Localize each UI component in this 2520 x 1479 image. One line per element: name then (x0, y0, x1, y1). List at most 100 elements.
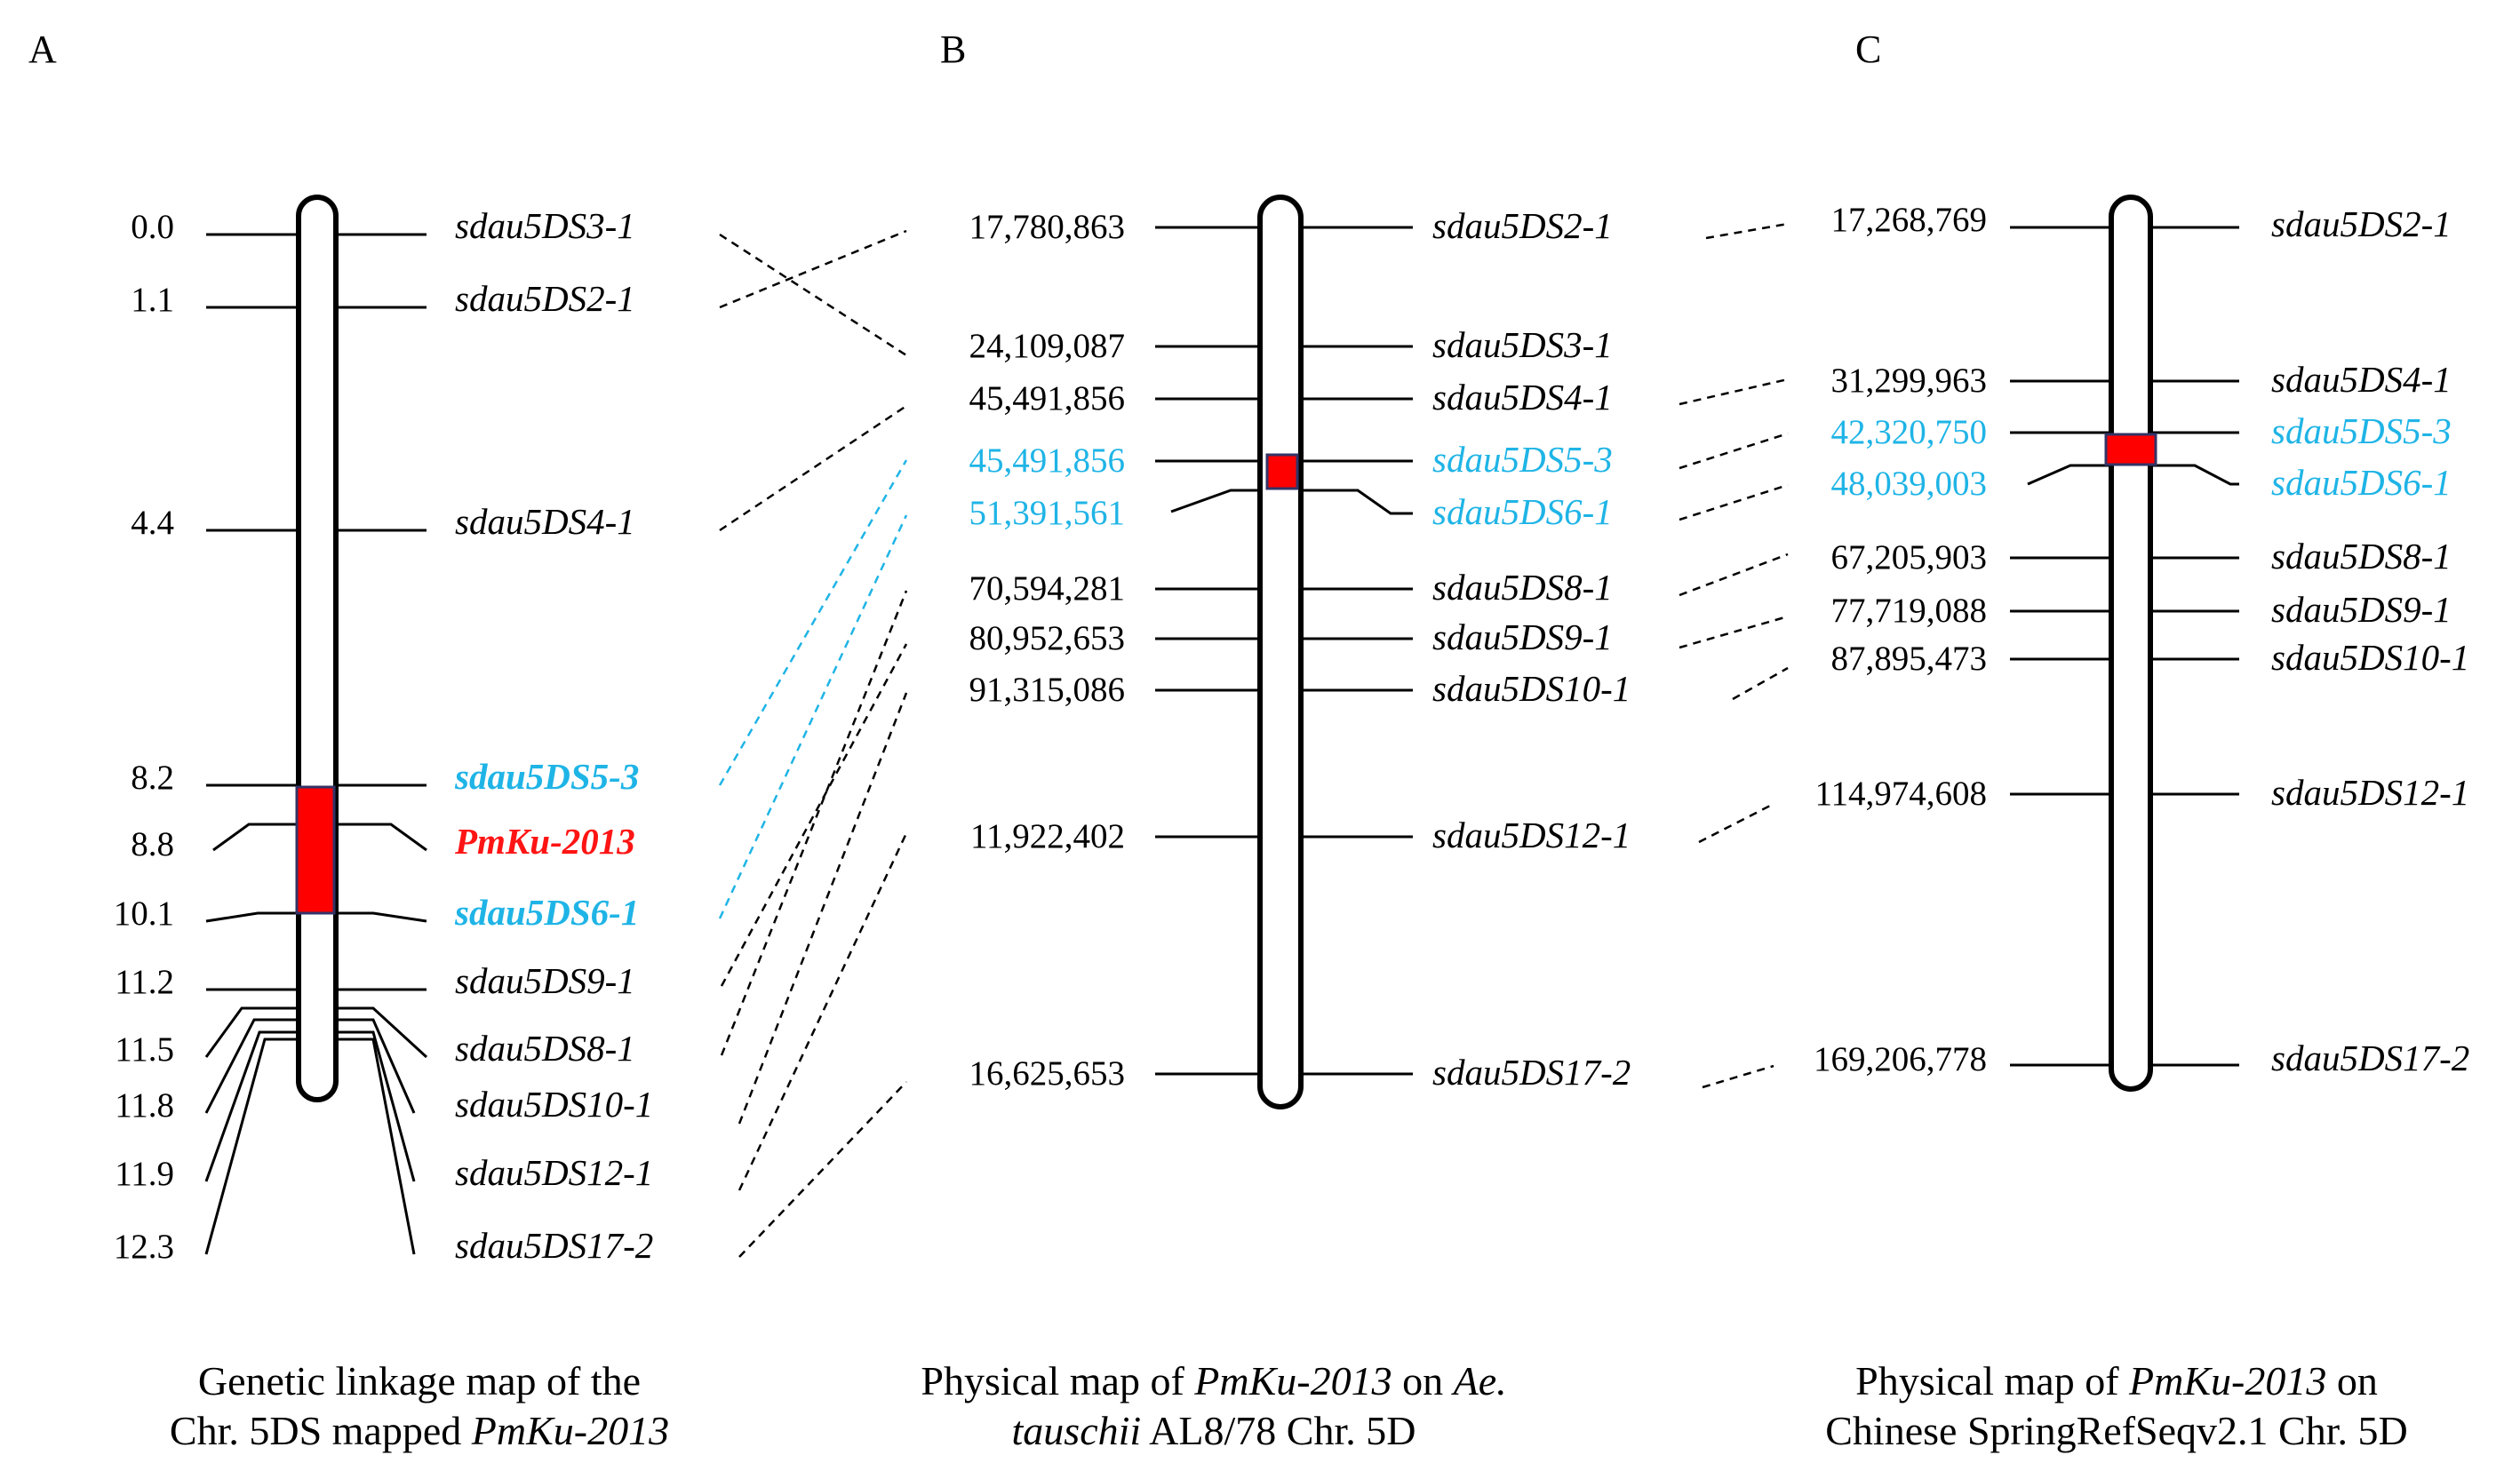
pmku-interval-c (2104, 433, 2157, 466)
panel-letter-a: A (28, 28, 57, 71)
connector-line-highlight (718, 514, 908, 919)
marker-label-highlight: sdau5DS5-3 (1432, 439, 1613, 480)
cm-position: 10.1 (114, 895, 174, 933)
physical-position: 87,895,473 (1831, 640, 1988, 678)
panel-letter-c: C (1855, 28, 1881, 71)
marker-label: sdau5DS17-2 (455, 1225, 653, 1266)
physical-position: 17,268,769 (1831, 201, 1988, 239)
connector-line (1705, 222, 1789, 240)
connector-line (720, 590, 908, 1056)
caption-b-species-1: Ae. (1451, 1358, 1507, 1403)
caption-b-text-3: AL8/78 Chr. 5D (1141, 1408, 1416, 1453)
connector-line (738, 692, 908, 1125)
physical-position: 31,299,963 (1831, 362, 1988, 400)
caption-c-line1: Physical map of PmKu-2013 on (1855, 1358, 2378, 1403)
cm-position: 11.5 (115, 1030, 174, 1069)
connector-line (1679, 432, 1789, 470)
cm-position: 4.4 (131, 504, 174, 542)
cm-position: 12.3 (114, 1228, 174, 1266)
cm-position: 11.9 (115, 1155, 174, 1193)
marker-label: sdau5DS2-1 (1432, 205, 1613, 246)
connector-line (1698, 802, 1774, 844)
connector-line (1679, 483, 1789, 521)
connector-line (738, 832, 908, 1191)
panel-c-markers: sdau5DS2-1 sdau5DS4-1 sdau5DS5-3 sdau5DS… (2271, 203, 2469, 1078)
caption-b-text-1: Physical map of (921, 1358, 1194, 1403)
marker-label: sdau5DS2-1 (455, 278, 635, 319)
marker-label: sdau5DS10-1 (455, 1084, 653, 1125)
caption-b: Physical map of PmKu-2013 on Ae. tauschi… (921, 1358, 1506, 1453)
b-tick-line (1170, 489, 1413, 515)
cm-position: 0.0 (131, 208, 174, 246)
marker-label-highlight: sdau5DS6-1 (1432, 491, 1613, 532)
connector-line (1679, 378, 1789, 406)
gene-label: PmKu-2013 (454, 821, 635, 862)
marker-label: sdau5DS4-1 (1432, 377, 1613, 417)
physical-position: 91,315,086 (969, 671, 1126, 709)
marker-label: sdau5DS4-1 (455, 501, 635, 542)
physical-position: 16,625,653 (969, 1054, 1126, 1093)
panel-b-markers: sdau5DS2-1 sdau5DS3-1 sdau5DS4-1 sdau5DS… (1432, 205, 1631, 1093)
marker-label: sdau5DS17-2 (1432, 1052, 1631, 1093)
physical-position: 24,109,087 (969, 327, 1126, 365)
physical-position: 45,491,856 (969, 379, 1126, 417)
caption-c-gene: PmKu-2013 (2128, 1358, 2326, 1403)
connector-line (1732, 666, 1789, 701)
chromosome-c-body (2109, 195, 2153, 1092)
marker-label: sdau5DS10-1 (1432, 668, 1631, 709)
panel-letter-b: B (940, 28, 966, 71)
connector-line (1702, 1064, 1774, 1089)
physical-position: 70,594,281 (969, 569, 1126, 608)
marker-label: sdau5DS3-1 (1432, 324, 1613, 365)
connector-line (1679, 615, 1789, 649)
connectors-a-to-b (718, 229, 908, 1258)
connector-line (720, 643, 908, 987)
physical-position: 169,206,778 (1814, 1040, 1987, 1078)
cm-position: 1.1 (131, 281, 174, 319)
marker-label: sdau5DS8-1 (1432, 567, 1613, 608)
physical-position-highlight: 51,391,561 (969, 494, 1126, 532)
marker-label-highlight: sdau5DS6-1 (2271, 462, 2452, 503)
marker-label: sdau5DS2-1 (2271, 203, 2452, 244)
connector-line (1679, 553, 1789, 597)
physical-position: 77,719,088 (1831, 592, 1988, 630)
panel-b-positions: 17,780,863 24,109,087 45,491,856 45,491,… (969, 208, 1126, 1093)
caption-a: Genetic linkage map of the Chr. 5DS mapp… (170, 1358, 669, 1453)
marker-label: sdau5DS9-1 (1432, 616, 1613, 657)
marker-label: sdau5DS8-1 (2271, 536, 2452, 576)
marker-label: sdau5DS3-1 (455, 205, 635, 246)
caption-b-gene: PmKu-2013 (1193, 1358, 1392, 1403)
panel-c-positions: 17,268,769 31,299,963 42,320,750 48,039,… (1814, 201, 1987, 1078)
chromosome-a-body (296, 195, 339, 1102)
marker-label: sdau5DS8-1 (455, 1028, 635, 1069)
caption-c-text-1: Physical map of (1855, 1358, 2129, 1403)
marker-label-highlight: sdau5DS6-1 (454, 892, 639, 933)
caption-c: Physical map of PmKu-2013 on Chinese Spr… (1825, 1358, 2407, 1453)
physical-position: 17,780,863 (969, 208, 1126, 246)
c-tick-line (2027, 464, 2239, 486)
caption-b-text-2: on (1392, 1358, 1454, 1403)
cm-position: 11.8 (115, 1086, 174, 1125)
marker-label: sdau5DS12-1 (455, 1152, 653, 1193)
connector-line (738, 1081, 907, 1258)
caption-c-line2: Chinese SpringRefSeqv2.1 Chr. 5D (1825, 1408, 2407, 1453)
caption-a-line1: Genetic linkage map of the (198, 1358, 641, 1403)
caption-b-line2: tauschii AL8/78 Chr. 5D (1012, 1408, 1416, 1453)
pmku-interval-a (295, 785, 336, 915)
physical-position: 11,922,402 (970, 817, 1125, 855)
caption-a-line2-text: Chr. 5DS mapped (170, 1408, 472, 1453)
connector-line (719, 229, 907, 309)
connector-line (719, 233, 907, 357)
cm-position: 8.2 (131, 759, 174, 797)
caption-a-gene: PmKu-2013 (471, 1408, 669, 1453)
marker-label: sdau5DS12-1 (1432, 815, 1631, 855)
caption-b-species-2: tauschii (1012, 1408, 1142, 1453)
caption-c-text-2: on (2326, 1358, 2378, 1403)
marker-label: sdau5DS9-1 (2271, 589, 2452, 630)
physical-position-highlight: 48,039,003 (1831, 465, 1988, 503)
caption-a-line2: Chr. 5DS mapped PmKu-2013 (170, 1408, 669, 1453)
physical-position: 67,205,903 (1831, 538, 1988, 576)
connector-line-highlight (718, 459, 908, 786)
panel-a-positions: 0.0 1.1 4.4 8.2 8.8 10.1 11.2 11.5 11.8 … (114, 208, 174, 1266)
